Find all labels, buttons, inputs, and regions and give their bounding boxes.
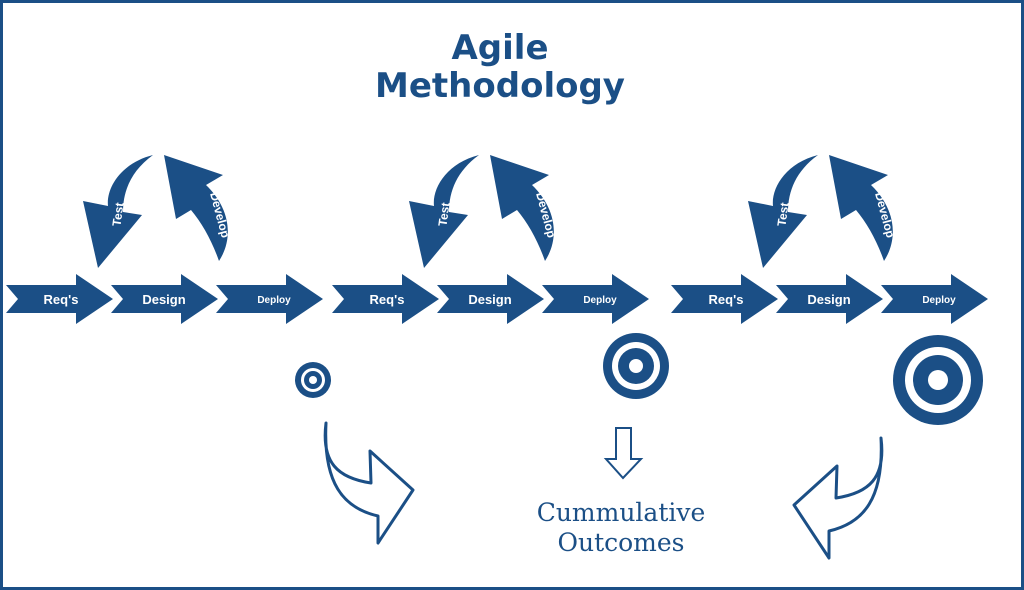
stage-reqs: Req's xyxy=(709,292,744,307)
cycle-3: Req's Design Deploy Test Develop xyxy=(671,155,988,324)
stage-deploy: Deploy xyxy=(257,295,291,306)
stage-deploy: Deploy xyxy=(583,295,617,306)
loop-test: Test xyxy=(435,202,452,228)
stage-design: Design xyxy=(807,292,850,307)
title-line-2: Methodology xyxy=(375,66,625,106)
title-line-1: Agile xyxy=(451,28,548,68)
target-icon-medium xyxy=(603,333,669,399)
loop-test: Test xyxy=(109,202,126,228)
cycle-2: Req's Design Deploy Test Develop xyxy=(332,155,649,324)
outcome-line-2: Outcomes xyxy=(557,528,684,557)
sketch-arrow-right-icon xyxy=(323,421,415,545)
target-icon-small xyxy=(295,362,331,398)
outcome-line-1: Cummulative xyxy=(537,498,706,527)
diagram-canvas: Agile Methodology Req's Design Deploy Te… xyxy=(6,28,988,560)
stage-design: Design xyxy=(142,292,185,307)
stage-deploy: Deploy xyxy=(922,295,956,306)
target-icon-large xyxy=(893,335,983,425)
stage-design: Design xyxy=(468,292,511,307)
stage-reqs: Req's xyxy=(44,292,79,307)
down-arrow-icon xyxy=(603,427,644,480)
cycle-1: Req's Design Deploy Test Develop xyxy=(6,155,323,324)
stage-reqs: Req's xyxy=(370,292,405,307)
sketch-arrow-left-icon xyxy=(792,436,884,560)
loop-test: Test xyxy=(774,202,791,228)
